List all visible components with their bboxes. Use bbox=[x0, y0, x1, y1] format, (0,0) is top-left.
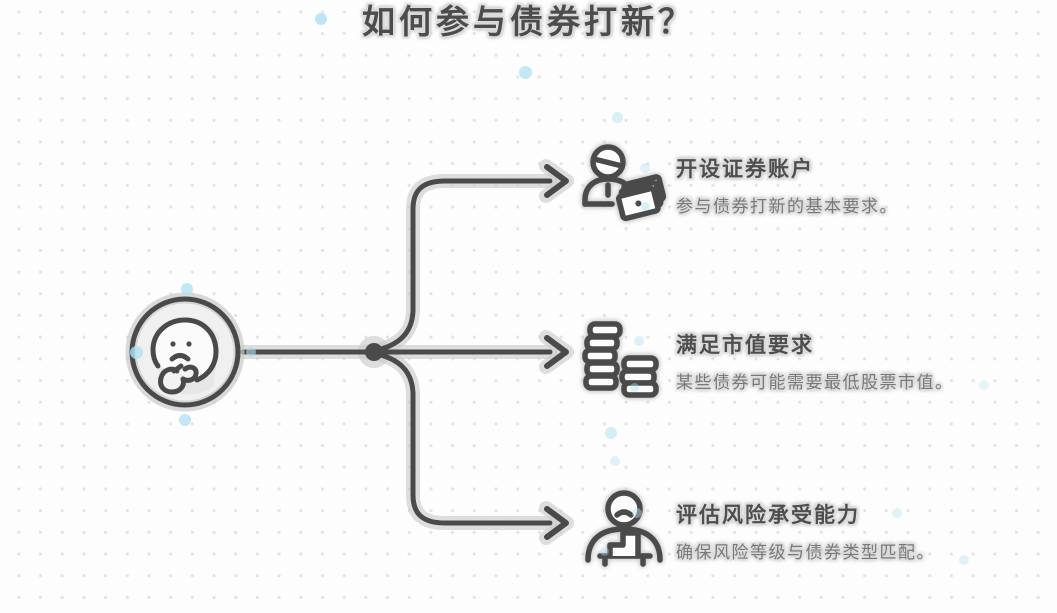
accent-dot bbox=[610, 456, 620, 466]
person-risk-chart-icon bbox=[585, 490, 663, 567]
branch-title: 评估风险承受能力 bbox=[676, 503, 860, 527]
accent-dot bbox=[959, 555, 969, 565]
arrowhead-bottom-icon bbox=[544, 506, 569, 540]
accent-dot bbox=[600, 547, 609, 556]
branch-title: 满足市值要求 bbox=[676, 333, 814, 357]
accent-dot bbox=[246, 347, 256, 357]
accent-dot bbox=[181, 283, 193, 295]
accent-dot bbox=[315, 13, 327, 25]
branch-title: 开设证券账户 bbox=[676, 157, 814, 181]
accent-dot bbox=[640, 163, 650, 173]
accent-dot bbox=[979, 380, 989, 390]
accent-dot bbox=[130, 346, 143, 359]
accent-dot bbox=[892, 508, 902, 518]
branch-item-market-value: 满足市值要求 某些债券可能需要最低股票市值。 bbox=[578, 316, 954, 404]
accent-dot bbox=[630, 383, 639, 392]
branch-line-bottom bbox=[370, 350, 553, 526]
accent-dot bbox=[605, 427, 617, 439]
branch-text-block: 满足市值要求 某些债券可能需要最低股票市值。 bbox=[676, 316, 954, 404]
page-title: 如何参与债券打新？ bbox=[362, 5, 695, 41]
branch-text-block: 评估风险承受能力 确保风险等级与债券类型匹配。 bbox=[676, 486, 935, 574]
thinking-face-icon bbox=[125, 292, 245, 412]
branch-description: 确保风险等级与债券类型匹配。 bbox=[676, 543, 935, 562]
arrowhead-top-icon bbox=[544, 164, 569, 198]
accent-dot bbox=[612, 112, 623, 123]
accent-dot bbox=[519, 66, 532, 79]
branch-item-open-account: 开设证券账户 参与债券打新的基本要求。 bbox=[578, 140, 898, 228]
branch-text-block: 开设证券账户 参与债券打新的基本要求。 bbox=[676, 140, 898, 228]
accent-dot bbox=[641, 202, 650, 211]
accent-dot bbox=[632, 508, 642, 518]
branch-description: 某些债券可能需要最低股票市值。 bbox=[676, 373, 954, 392]
arrowhead-middle-icon bbox=[544, 335, 569, 369]
branch-description: 参与债券打新的基本要求。 bbox=[676, 197, 898, 216]
branch-item-risk-tolerance: 评估风险承受能力 确保风险等级与债券类型匹配。 bbox=[578, 486, 935, 574]
accent-dot bbox=[179, 414, 191, 426]
branch-node-dot bbox=[365, 343, 383, 361]
account-person-cards-icon bbox=[582, 144, 666, 222]
coin-stacks-icon bbox=[582, 321, 659, 398]
branch-line-top bbox=[370, 178, 553, 354]
accent-dot bbox=[634, 336, 644, 346]
